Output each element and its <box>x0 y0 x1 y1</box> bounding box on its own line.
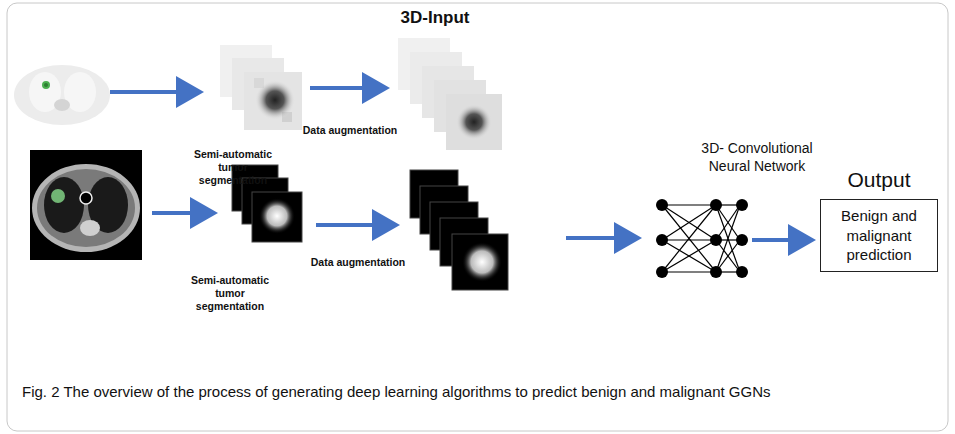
ct-slice <box>30 150 142 260</box>
output-text: Benign and malignant prediction <box>827 206 931 265</box>
figure-title: 3D-Input <box>380 8 490 28</box>
pet-augmented <box>398 38 502 150</box>
pet-slice <box>14 65 110 125</box>
step-label: Data augmentation <box>308 256 408 269</box>
neural-network <box>656 199 748 278</box>
output-heading: Output <box>801 168 955 192</box>
pet-patches <box>220 45 302 130</box>
step-label: Semi-automatic tumor segmentation <box>183 148 283 187</box>
ct-augmented <box>410 170 508 290</box>
output-box: OutputBenign and malignant prediction <box>820 199 938 272</box>
figure-frame <box>7 3 948 431</box>
step-label: Semi-automatic tumor segmentation <box>180 274 280 313</box>
network-label: 3D- Convolutional Neural Network <box>700 140 814 175</box>
step-label: Data augmentation <box>300 124 400 137</box>
figure-caption: Fig. 2 The overview of the process of ge… <box>22 380 902 404</box>
